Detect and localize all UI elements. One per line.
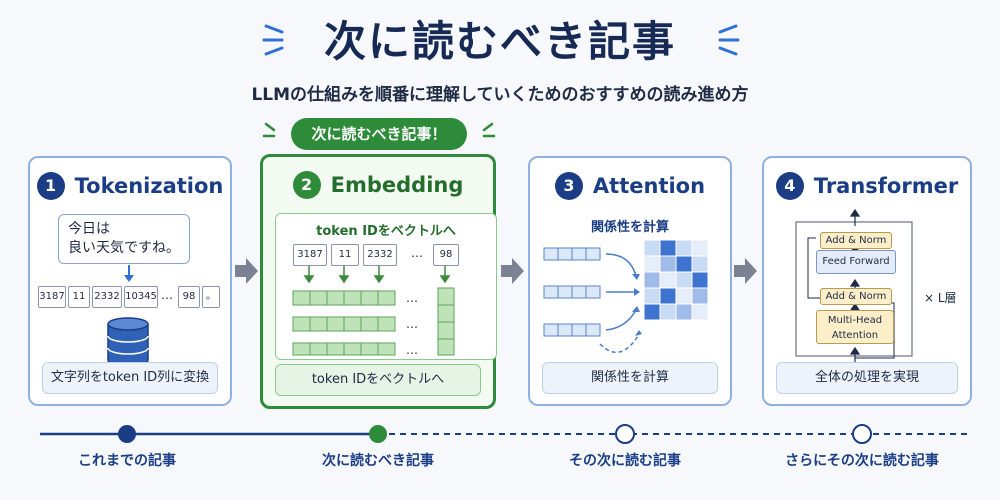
- card-title: Tokenization: [74, 174, 224, 198]
- token-id: 98: [433, 244, 459, 266]
- token-id: 11: [331, 244, 359, 266]
- token-id: 3187: [293, 244, 327, 266]
- embedding-diagram: token IDをベクトルへ 3187 11 2332 … 98 … … …: [275, 213, 497, 360]
- sample-text-line: 良い天気ですね。: [68, 240, 180, 256]
- vector-ellipsis: …: [406, 343, 418, 356]
- page-subtitle: LLMの仕組みを順番に理解していくためのおすすめの読み進め方: [251, 85, 749, 105]
- token-ellipsis: …: [411, 246, 423, 260]
- feed-forward-block: Feed Forward: [816, 250, 896, 274]
- token-id: 10345: [124, 286, 158, 308]
- timeline-label: これまでの記事: [78, 453, 176, 469]
- database-icon: [107, 317, 149, 367]
- card-footer: token IDをベクトルへ: [275, 364, 481, 396]
- step-number: 3: [554, 172, 583, 200]
- embedding-vectors: … … …: [292, 266, 455, 356]
- embedding-diagram-title: token IDをベクトルへ: [316, 224, 456, 239]
- token-id: 2332: [363, 244, 397, 266]
- vector-ellipsis: …: [406, 317, 418, 331]
- card-embedding: 2 Embedding token IDをベクトルへ 3187 11 2332 ……: [260, 154, 497, 409]
- sample-text-line: 今日は: [68, 221, 110, 237]
- step-number: 2: [292, 171, 321, 199]
- attention-matrix-diagram: [543, 240, 709, 353]
- timeline-label: 次に読むべき記事: [322, 453, 434, 469]
- token-id: 98: [178, 286, 200, 308]
- block-label-line: Attention: [831, 330, 879, 341]
- timeline-node-next: [369, 425, 387, 443]
- page-title: 次に読むべき記事: [323, 17, 676, 66]
- card-footer: 文字列をtoken ID列に変換: [42, 362, 218, 394]
- card-transformer: 4 Transformer Add & Norm Feed Forward Add…: [762, 156, 972, 406]
- next-step-arrow-icon: [235, 258, 258, 284]
- card-heading: 4 Transformer: [764, 172, 970, 200]
- card-attention: 3 Attention 関係性を計算 関係性を計算: [528, 156, 732, 406]
- down-arrow-icon: [124, 265, 134, 282]
- vector-ellipsis: …: [406, 291, 418, 305]
- sample-text-bubble: 今日は 良い天気ですね。: [58, 214, 190, 264]
- block-label-line: Multi-Head: [827, 315, 883, 326]
- next-article-badge: 次に読むべき記事！: [291, 118, 467, 150]
- add-norm-block: Add & Norm: [820, 288, 892, 305]
- card-heading: 3 Attention: [530, 172, 730, 200]
- left-spark-icon: [262, 24, 284, 56]
- card-heading: 1 Tokenization: [30, 172, 230, 200]
- layer-repeat-label: × L層: [924, 291, 957, 305]
- badge-left-spark-icon: [262, 122, 276, 138]
- timeline-node-done: [118, 425, 136, 443]
- card-title: Transformer: [813, 174, 959, 198]
- reading-timeline: [40, 424, 968, 444]
- timeline-node-future: [852, 424, 872, 444]
- timeline-label: さらにその次に読む記事: [785, 453, 939, 469]
- token-id: 11: [68, 286, 90, 308]
- attention-subtitle: 関係性を計算: [590, 220, 669, 235]
- token-id: 2332: [92, 286, 122, 308]
- title-area: 次に読むべき記事: [0, 8, 1000, 69]
- add-norm-block: Add & Norm: [820, 232, 892, 249]
- card-heading: 2 Embedding: [263, 171, 493, 199]
- badge-right-spark-icon: [482, 122, 496, 138]
- token-id: 。: [202, 286, 220, 308]
- step-number: 1: [36, 172, 65, 200]
- card-footer: 関係性を計算: [542, 362, 718, 394]
- card-title: Attention: [592, 174, 706, 198]
- next-step-arrow-icon: [501, 258, 524, 284]
- token-id: 3187: [38, 286, 66, 308]
- multi-head-attention-block: Multi-Head Attention: [816, 310, 894, 344]
- card-footer: 全体の処理を実現: [776, 362, 958, 394]
- card-title: Embedding: [330, 173, 464, 197]
- step-number: 4: [775, 172, 804, 200]
- next-step-arrow-icon: [734, 258, 757, 284]
- right-spark-icon: [718, 24, 740, 56]
- timeline-label: その次に読む記事: [569, 453, 681, 469]
- timeline-node-future: [615, 424, 635, 444]
- token-ellipsis: …: [161, 288, 173, 302]
